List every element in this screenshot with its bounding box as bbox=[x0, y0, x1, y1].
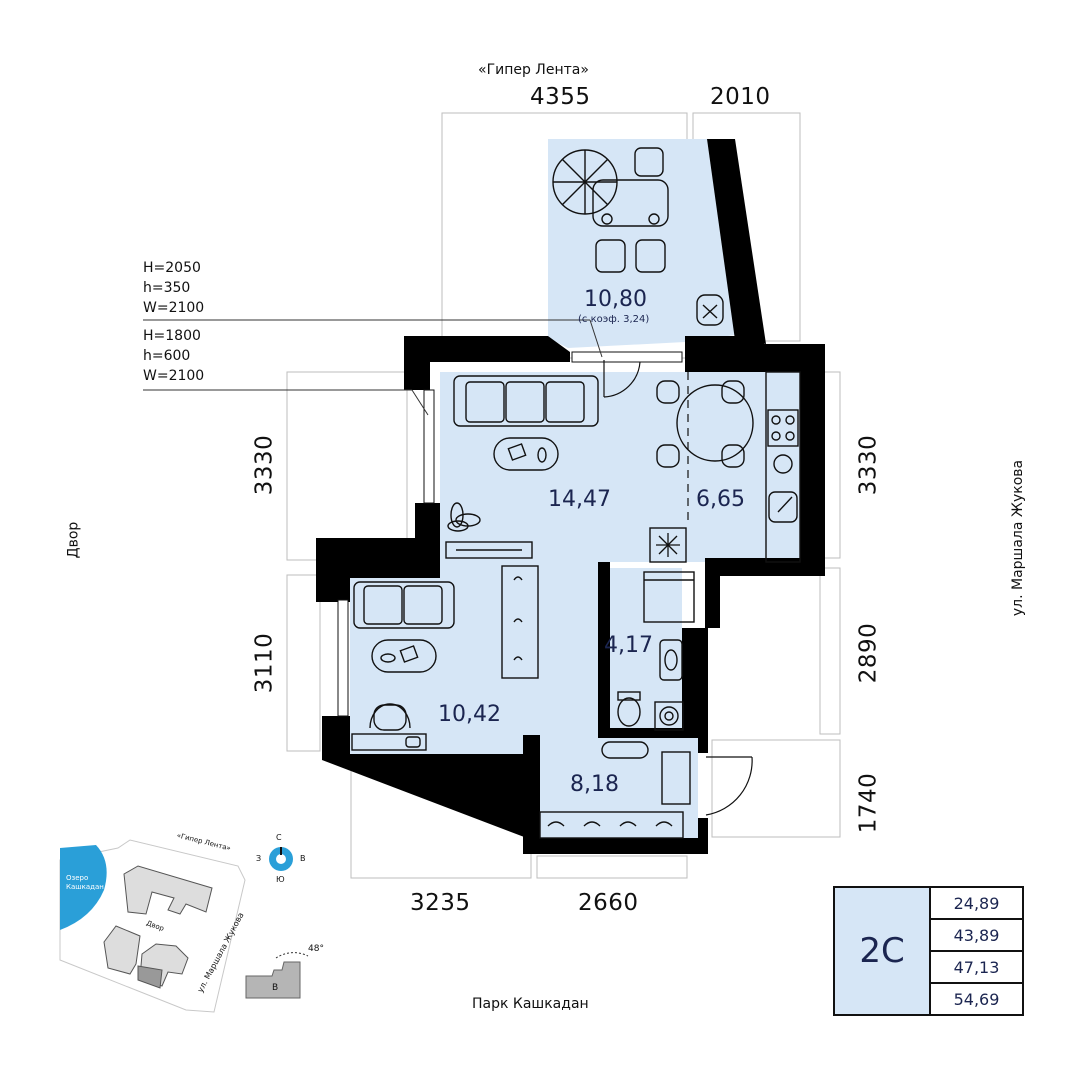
rotation-angle: 48° bbox=[308, 944, 324, 954]
walls bbox=[316, 139, 825, 854]
yard-label: Двор bbox=[65, 521, 82, 559]
furniture bbox=[351, 147, 801, 839]
street-label: ул. Маршала Жукова bbox=[1010, 459, 1027, 617]
minimap-lake-label-1: Озеро bbox=[66, 874, 89, 882]
compass-west: З bbox=[256, 854, 262, 863]
store-label: «Гипер Лента» bbox=[478, 62, 589, 78]
dimension-left-upper: 3330 bbox=[251, 434, 278, 496]
dimension-top-left: 4355 bbox=[530, 84, 591, 110]
armchair-icon bbox=[369, 703, 411, 731]
summary-value-2: 43,89 bbox=[931, 920, 1022, 952]
living-area: 14,47 bbox=[548, 487, 611, 512]
park-label: Парк Кашкадан bbox=[472, 996, 589, 1012]
minimap bbox=[59, 839, 309, 1013]
compass-icon bbox=[269, 847, 293, 871]
compass-east: В bbox=[300, 854, 306, 863]
minimap-lake-label-2: Кашкадан bbox=[66, 883, 104, 891]
snowflake-icon bbox=[656, 533, 680, 557]
spec-leader-lines bbox=[143, 319, 603, 416]
umbrella-icon bbox=[552, 149, 618, 215]
area-summary-table: 2С 24,89 43,89 47,13 54,69 bbox=[833, 886, 1024, 1016]
hall-area: 8,18 bbox=[570, 772, 619, 797]
dimension-right-lower: 1740 bbox=[855, 772, 882, 834]
window-spec-2: H=1800 h=600 W=2100 bbox=[143, 328, 205, 384]
kitchen-area: 6,65 bbox=[696, 487, 745, 512]
bedroom-floor bbox=[350, 562, 542, 754]
summary-value-3: 47,13 bbox=[931, 952, 1022, 984]
toilet-icon bbox=[617, 691, 641, 727]
lake bbox=[60, 845, 107, 930]
kitchen-floor bbox=[688, 372, 800, 562]
dining-table-icon bbox=[656, 380, 754, 468]
balcony-area: 10,80 bbox=[584, 287, 647, 312]
balcony-coefficient: (с коэф. 3,24) bbox=[578, 314, 650, 325]
sofa-icon bbox=[453, 375, 599, 427]
summary-value-4: 54,69 bbox=[953, 989, 1000, 1009]
window-spec-1: H=2050 h=350 W=2100 bbox=[143, 260, 205, 316]
hall-lower-floor bbox=[540, 735, 698, 843]
building-label: В bbox=[272, 983, 279, 993]
dimension-bottom-right: 2660 bbox=[578, 890, 639, 916]
shower-icon bbox=[643, 571, 695, 623]
compass-north: С bbox=[276, 833, 282, 842]
dimension-right-mid: 2890 bbox=[855, 622, 882, 684]
dimension-top-right: 2010 bbox=[710, 84, 771, 110]
bathroom-area: 4,17 bbox=[604, 633, 653, 658]
compass-south: Ю bbox=[276, 875, 285, 884]
plant-icon bbox=[447, 502, 481, 532]
building-outline-icon bbox=[245, 952, 309, 999]
bedroom-area: 10,42 bbox=[438, 702, 501, 727]
bed-sofa-icon bbox=[353, 581, 455, 629]
living-floor bbox=[440, 372, 690, 562]
door-swings bbox=[603, 360, 753, 816]
summary-value-1: 24,89 bbox=[931, 888, 1022, 920]
dimension-right-upper: 3330 bbox=[855, 434, 882, 496]
dimension-bottom-left: 3235 bbox=[410, 890, 471, 916]
dimension-left-lower: 3110 bbox=[251, 632, 278, 694]
windows bbox=[337, 351, 683, 717]
apartment-code: 2С bbox=[835, 888, 931, 1014]
